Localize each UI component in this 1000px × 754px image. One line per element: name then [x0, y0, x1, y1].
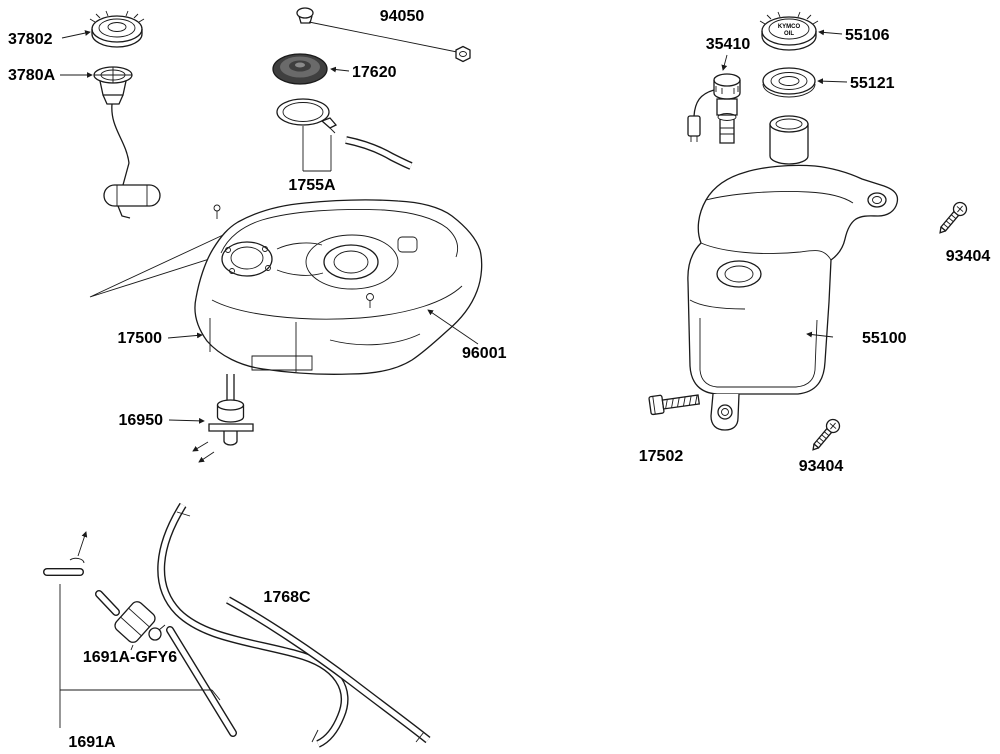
callout-55106: 55106	[845, 27, 890, 44]
leader-17620	[330, 66, 350, 73]
oil-cap-brand-text: KYMCO	[778, 24, 801, 30]
callout-1691A-GFY6: 1691A-GFY6	[83, 649, 177, 666]
leader-55121	[817, 78, 848, 85]
bolt-17502-drawing	[648, 394, 701, 416]
callout-55121: 55121	[850, 75, 895, 92]
callout-17502: 17502	[639, 448, 684, 465]
callout-17500: 17500	[118, 330, 163, 347]
callout-93404-upper: 93404	[946, 248, 991, 265]
fuel-tank-inner-cap-drawing	[272, 53, 328, 85]
screw-93404-lower-drawing	[812, 418, 841, 451]
callout-1768C: 1768C	[263, 589, 311, 606]
screw-93404-upper-drawing	[939, 201, 968, 234]
oil-level-sensor-drawing	[687, 73, 741, 144]
filler-seal-and-tube-drawing	[276, 98, 413, 172]
fuel-valve-petcock-drawing	[192, 374, 254, 463]
leader-55100	[806, 331, 834, 338]
fuel-gauge-sender-drawing	[89, 66, 248, 298]
oil-cap-seal-drawing	[762, 67, 816, 98]
callout-35410: 35410	[706, 36, 751, 53]
fuel-hose-drawing	[157, 502, 431, 748]
callout-55100: 55100	[862, 330, 907, 347]
hose-bracket-lines	[59, 531, 221, 728]
fuel-tank-drawing	[194, 199, 483, 375]
leader-16950	[168, 417, 205, 424]
oil-cap-oil-text: OIL	[784, 31, 794, 37]
leader-37802	[61, 30, 91, 39]
callout-16950: 16950	[119, 412, 164, 429]
callout-17620: 17620	[352, 64, 397, 81]
leader-35410	[721, 54, 728, 71]
callout-93404-lower: 93404	[799, 458, 844, 475]
leader-96001	[427, 309, 479, 345]
leader-17500	[167, 332, 203, 339]
callout-3780A: 3780A	[8, 67, 56, 84]
bolt-94050-drawing	[296, 7, 471, 63]
callout-1691A: 1691A	[68, 734, 116, 751]
callout-37802: 37802	[8, 31, 53, 48]
callout-94050: 94050	[380, 8, 425, 25]
oil-cap-drawing: KYMCO OIL	[759, 11, 819, 51]
oil-tank-drawing	[687, 115, 899, 431]
callout-96001: 96001	[462, 345, 507, 362]
fuel-filter-assembly-drawing	[43, 557, 237, 737]
fuel-cap-drawing	[89, 10, 145, 48]
callout-1755A: 1755A	[288, 177, 336, 194]
leader-55106	[818, 29, 843, 36]
